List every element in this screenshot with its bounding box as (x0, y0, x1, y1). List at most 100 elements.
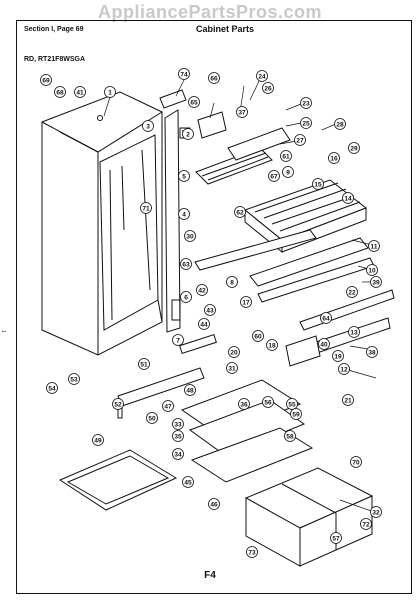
callout: 17 (240, 296, 252, 308)
svg-text:20: 20 (230, 350, 238, 357)
callout: 13 (348, 326, 360, 338)
svg-text:7: 7 (176, 338, 180, 345)
crisper-pans (244, 467, 374, 567)
svg-text:13: 13 (350, 330, 358, 337)
svg-text:9: 9 (286, 170, 290, 177)
svg-text:70: 70 (352, 460, 360, 467)
svg-text:12: 12 (340, 367, 348, 374)
binding-mark: 1 (0, 330, 6, 333)
callout: 14 (342, 192, 354, 204)
callout: 70 (350, 456, 362, 468)
svg-text:62: 62 (236, 210, 244, 217)
svg-text:53: 53 (70, 377, 78, 384)
svg-text:72: 72 (362, 522, 370, 529)
callout: 71 (140, 202, 152, 214)
svg-text:5: 5 (182, 174, 186, 181)
callout: 54 (46, 382, 58, 394)
callout: 74 (178, 68, 190, 80)
svg-text:55: 55 (288, 402, 296, 409)
callout: 50 (146, 412, 158, 424)
svg-text:69: 69 (42, 78, 50, 85)
svg-text:6: 6 (184, 295, 188, 302)
svg-text:38: 38 (368, 350, 376, 357)
callout: 26 (262, 82, 274, 94)
middle-brackets (171, 299, 321, 367)
svg-text:17: 17 (242, 300, 250, 307)
svg-text:8: 8 (230, 280, 234, 287)
svg-text:56: 56 (264, 400, 272, 407)
callout: 59 (290, 408, 302, 420)
callout: 49 (92, 434, 104, 446)
callout: 28 (334, 118, 346, 130)
callout: 1 (104, 86, 116, 98)
callout: 15 (312, 178, 324, 190)
callout: 69 (40, 74, 52, 86)
svg-text:40: 40 (320, 342, 328, 349)
svg-text:66: 66 (210, 76, 218, 83)
svg-text:50: 50 (148, 416, 156, 423)
svg-text:73: 73 (248, 550, 256, 557)
svg-text:30: 30 (186, 234, 194, 241)
callout: 44 (198, 318, 210, 330)
svg-text:58: 58 (286, 434, 294, 441)
svg-text:19: 19 (334, 354, 342, 361)
callout: 72 (360, 518, 372, 530)
callout: 34 (172, 448, 184, 460)
svg-text:52: 52 (114, 402, 122, 409)
callout: 31 (226, 362, 238, 374)
svg-text:39: 39 (372, 280, 380, 287)
cabinet-body (41, 91, 181, 356)
svg-text:41: 41 (76, 90, 84, 97)
svg-text:16: 16 (330, 156, 338, 163)
callout: 39 (370, 276, 382, 288)
svg-text:27: 27 (296, 138, 304, 145)
callout: 18 (266, 339, 278, 351)
callout: 43 (204, 304, 216, 316)
callout: 47 (162, 400, 174, 412)
callout: 40 (318, 338, 330, 350)
svg-text:28: 28 (336, 122, 344, 129)
callout: 66 (208, 72, 220, 84)
callout: 21 (342, 394, 354, 406)
callout: 22 (346, 286, 358, 298)
svg-text:22: 22 (348, 290, 356, 297)
svg-text:74: 74 (180, 72, 188, 79)
svg-text:31: 31 (228, 366, 236, 373)
svg-text:61: 61 (282, 154, 290, 161)
callout: 3 (142, 120, 154, 132)
callout: 23 (300, 97, 312, 109)
callout: 27 (294, 134, 306, 146)
callout: 67 (268, 170, 280, 182)
svg-text:64: 64 (322, 316, 330, 323)
top-hinge-parts (97, 89, 227, 139)
svg-text:42: 42 (198, 288, 206, 295)
svg-text:14: 14 (344, 196, 352, 203)
svg-text:11: 11 (371, 244, 378, 251)
callouts: 1 2 3 4 5 6 7 8 9 10 11 12 13 14 15 16 1… (40, 68, 382, 558)
callout: 20 (228, 346, 240, 358)
svg-text:24: 24 (258, 74, 266, 81)
svg-text:25: 25 (302, 121, 310, 128)
shelf-rails (194, 229, 395, 355)
callout: 73 (246, 546, 258, 558)
callout: 4 (178, 208, 190, 220)
callout: 53 (68, 373, 80, 385)
svg-text:37: 37 (238, 110, 246, 117)
callout: 30 (184, 230, 196, 242)
callout: 55 (286, 398, 298, 410)
callout: 57 (330, 532, 342, 544)
watermark: AppliancePartsPros.com (97, 2, 323, 22)
callout: 19 (332, 350, 344, 362)
callout: 61 (280, 150, 292, 162)
callout: 60 (252, 330, 264, 342)
svg-text:45: 45 (184, 480, 192, 487)
svg-text:23: 23 (302, 101, 310, 108)
svg-text:21: 21 (344, 398, 352, 405)
callout: 36 (238, 398, 250, 410)
svg-text:46: 46 (210, 502, 218, 509)
callout: 41 (74, 86, 86, 98)
callout: 7 (172, 334, 184, 346)
svg-text:57: 57 (332, 536, 340, 543)
callout: 32 (370, 506, 382, 518)
